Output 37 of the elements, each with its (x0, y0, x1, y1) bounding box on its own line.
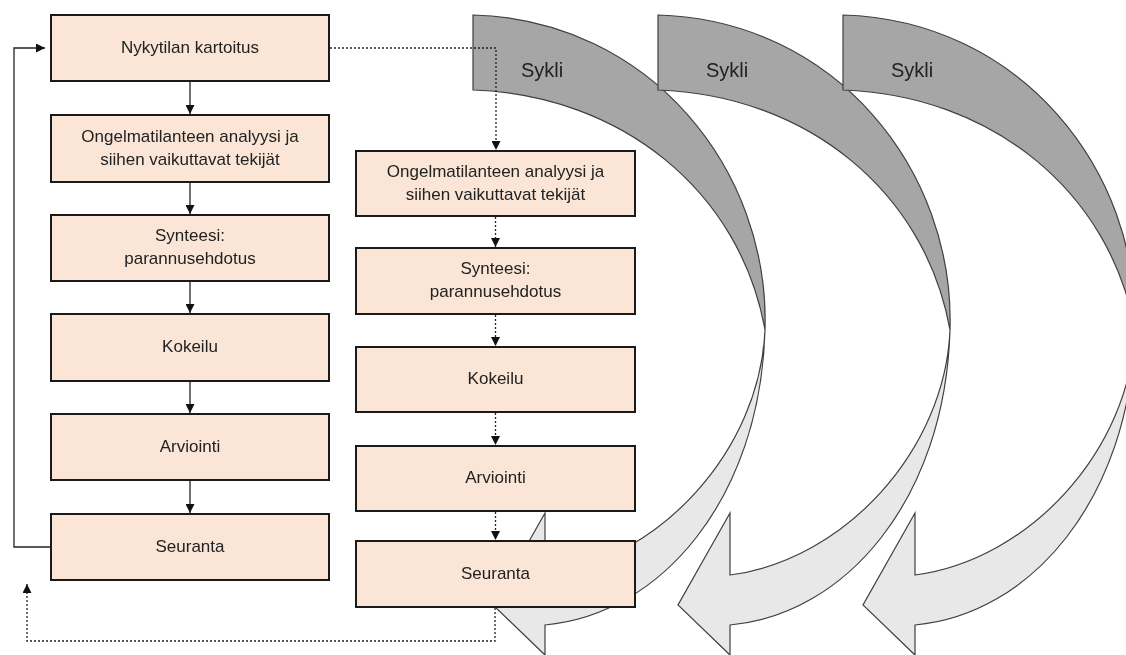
cycle-label: Sykli (521, 59, 564, 82)
step-label: Nykytilan kartoitus (121, 36, 259, 59)
step-label: Kokeilu (162, 336, 218, 359)
process-box (355, 346, 636, 413)
step-label: Arviointi (159, 435, 221, 458)
arrow (491, 412, 500, 446)
arrow (22, 583, 496, 642)
cycle-label: Sykli (891, 59, 934, 82)
arrow (329, 47, 501, 151)
step-label: Synteesi: parannusehdotus (428, 258, 563, 303)
process-box (50, 114, 330, 183)
step-label: Ongelmatilanteen analyysi ja siihen vaikuttavat tekijät (80, 125, 300, 171)
step-label: Seuranta (155, 535, 225, 558)
process-box (355, 247, 636, 315)
step-label: Synteesi: parannusehdotus (123, 225, 257, 270)
process-box (50, 14, 330, 82)
step-label: Seuranta (461, 562, 530, 585)
arrow (185, 182, 195, 215)
arrow (185, 81, 195, 115)
arrow (185, 381, 195, 414)
step-label: Kokeilu (467, 368, 524, 391)
process-box (355, 445, 636, 512)
arrow (491, 216, 500, 248)
arrow (13, 43, 51, 548)
step-label: Arviointi (465, 467, 526, 490)
process-box (355, 540, 636, 608)
process-box (50, 214, 330, 282)
process-box (50, 413, 330, 481)
arrow (491, 511, 500, 541)
step-label: Ongelmatilanteen analyysi ja siihen vaikuttavat tekijät (385, 160, 606, 206)
arrow (185, 281, 195, 314)
process-box (50, 313, 330, 382)
process-box (50, 513, 330, 581)
cycle-label: Sykli (706, 59, 749, 82)
arrow (491, 314, 500, 347)
arrow (185, 480, 195, 514)
process-box (355, 150, 636, 217)
